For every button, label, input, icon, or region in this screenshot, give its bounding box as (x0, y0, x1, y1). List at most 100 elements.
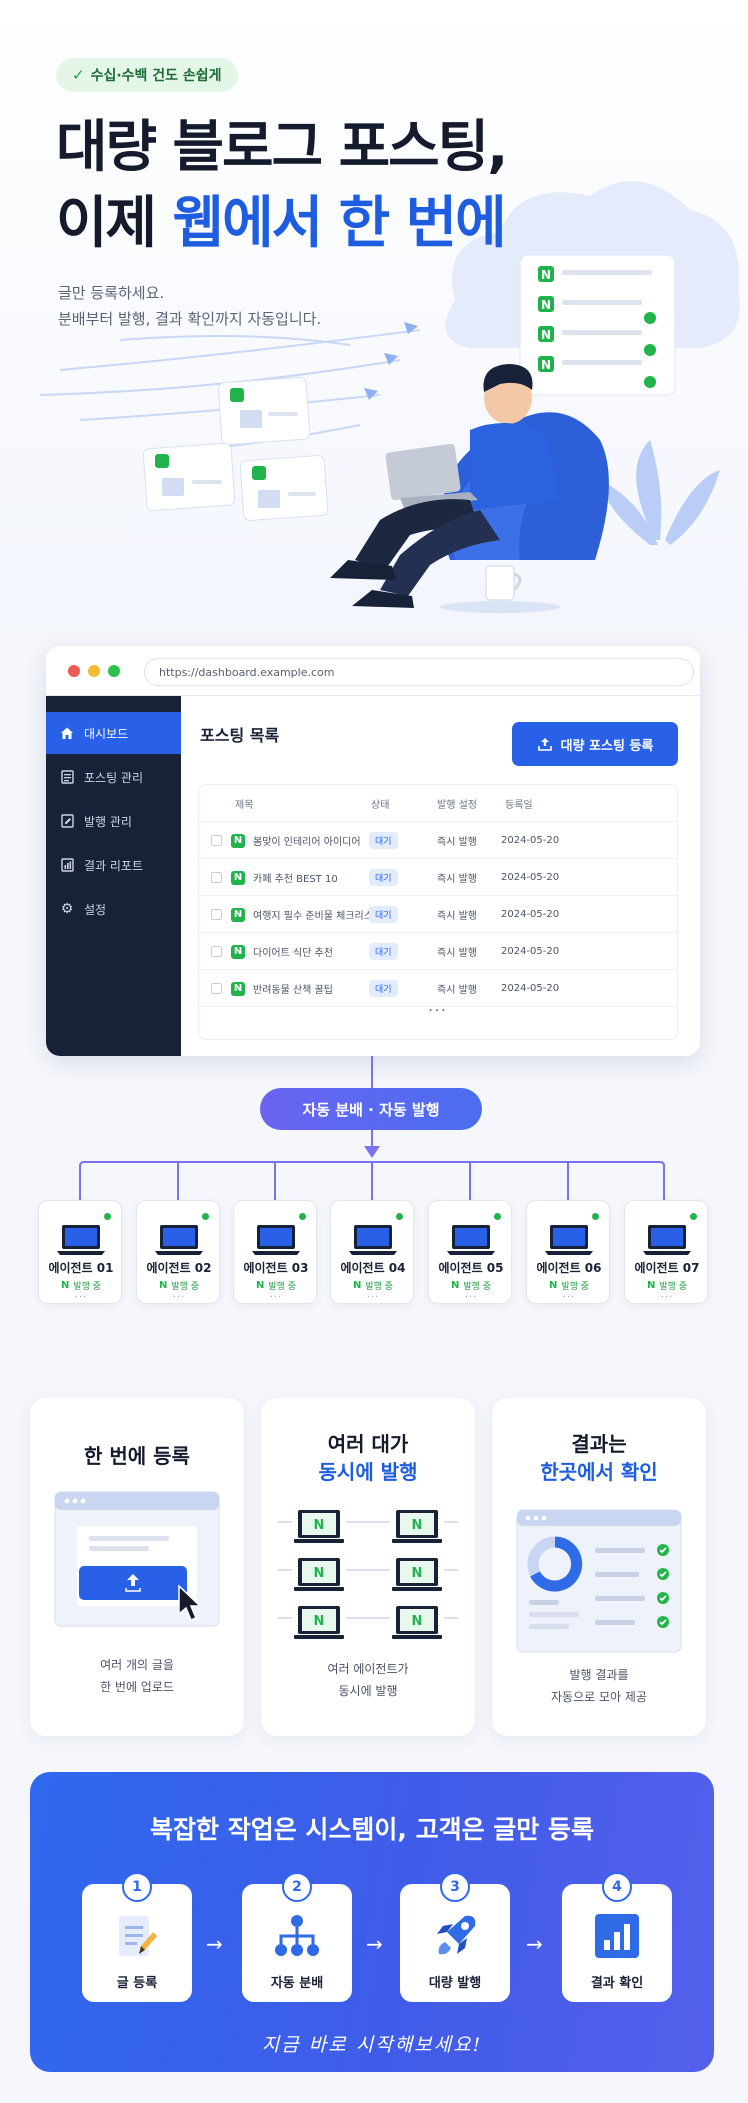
step-label: 글 등록 (116, 1976, 158, 1991)
row-setting: 즉시 발행 (437, 985, 477, 996)
column-header-date: 등록일 (505, 800, 533, 811)
sidebar-item-settings[interactable]: ⚙ 설정 (46, 888, 181, 930)
agent-more-dots: ··· (74, 1292, 88, 1303)
agent-status-text: 발행 중 (561, 1282, 590, 1292)
address-bar[interactable]: https://dashboard.example.com (144, 658, 694, 686)
naver-blog-icon: N (450, 1280, 460, 1291)
auto-distribute-label: 자동 분배 · 자동 발행 (260, 1088, 482, 1130)
status-badge: 대기 (369, 943, 398, 960)
status-badge: 대기 (369, 832, 398, 849)
agent-name: 에이전트 01 (48, 1261, 114, 1275)
row-date: 2024-05-20 (501, 872, 560, 883)
laptop-icon (155, 1225, 203, 1255)
step-number: 1 (122, 1872, 152, 1902)
row-checkbox[interactable] (211, 872, 222, 883)
more-rows-indicator[interactable]: ··· (428, 1003, 448, 1019)
online-indicator (396, 1213, 403, 1220)
agent-status-text: 발행 중 (365, 1282, 394, 1292)
row-checkbox[interactable] (211, 835, 222, 846)
svg-text:N: N (541, 328, 551, 342)
bulk-upload-button[interactable]: 대량 포스팅 등록 (512, 722, 678, 766)
sidebar-item-label: 대시보드 (84, 726, 129, 741)
svg-text:N: N (314, 1566, 325, 1581)
row-checkbox[interactable] (211, 983, 222, 994)
row-checkbox[interactable] (211, 946, 222, 957)
step-label: 결과 확인 (590, 1976, 644, 1991)
row-setting: 즉시 발행 (437, 948, 477, 959)
agent-status-text: 발행 중 (73, 1282, 102, 1292)
feature-desc-line1: 여러 에이전트가 (327, 1662, 409, 1676)
document-pencil-icon (119, 1916, 157, 1956)
row-title[interactable]: 반려동물 산책 꿀팁 (253, 985, 333, 996)
svg-text:N: N (541, 298, 551, 312)
sidebar-item-report[interactable]: 결과 리포트 (46, 844, 181, 886)
dashboard-window: https://dashboard.example.com 대시보드 포스팅 관… (46, 646, 700, 1056)
step-card-publish: 3 대량 발행 (400, 1872, 510, 2002)
row-title[interactable]: 카페 추천 BEST 10 (253, 874, 338, 885)
online-indicator (299, 1213, 306, 1220)
agent-name: 에이전트 06 (536, 1261, 602, 1275)
row-setting: 즉시 발행 (437, 911, 477, 922)
bulk-upload-label: 대량 포스팅 등록 (560, 738, 654, 754)
sidebar-item-label: 발행 관리 (84, 814, 132, 829)
cta-footer-text[interactable]: 지금 바로 시작해보세요! (261, 2034, 483, 2056)
svg-text:N: N (314, 1518, 325, 1533)
row-title[interactable]: 봄맞이 인테리어 아이디어 (253, 837, 361, 848)
row-title[interactable]: 다이어트 식단 추천 (253, 948, 333, 959)
agent-status-text: 발행 중 (659, 1282, 688, 1292)
sidebar-item-publish[interactable]: 발행 관리 (46, 800, 181, 842)
row-title[interactable]: 여행지 필수 준비물 체크리스트 (253, 911, 383, 922)
close-window-dot[interactable] (68, 665, 80, 677)
sidebar: 대시보드 포스팅 관리 발행 관리 결과 리포트 ⚙ 설정 (46, 696, 181, 1056)
svg-text:N: N (412, 1518, 423, 1533)
step-card-results: 4 결과 확인 (562, 1872, 672, 2002)
agent-status-text: 발행 중 (171, 1282, 200, 1292)
minimize-window-dot[interactable] (88, 665, 100, 677)
sidebar-item-posting[interactable]: 포스팅 관리 (46, 756, 181, 798)
column-header-title: 제목 (235, 800, 254, 811)
home-icon (60, 726, 74, 740)
agent-name: 에이전트 02 (146, 1261, 212, 1275)
maximize-window-dot[interactable] (108, 665, 120, 677)
agent-more-dots: ··· (562, 1292, 576, 1303)
laptop-icon (545, 1225, 593, 1255)
online-indicator (202, 1213, 209, 1220)
hero-badge-text: 수십·수백 건도 손쉽게 (90, 68, 222, 84)
agent-more-dots: ··· (660, 1292, 674, 1303)
laptop-icon (447, 1225, 495, 1255)
feature-title-highlight: 한곳에서 확인 (540, 1460, 658, 1484)
feature-card-parallel: 여러 대가 동시에 발행 N N N N N N 여러 에이전트가 동시에 발행 (261, 1398, 475, 1736)
sidebar-item-label: 결과 리포트 (84, 858, 144, 873)
sidebar-item-dashboard[interactable]: 대시보드 (46, 712, 181, 754)
column-header-status: 상태 (371, 800, 390, 811)
upload-illustration (54, 1491, 220, 1627)
naver-blog-icon: N (352, 1280, 362, 1291)
laptop-icon (349, 1225, 397, 1255)
online-indicator (592, 1213, 599, 1220)
step-label: 자동 분배 (270, 1976, 324, 1991)
feature-desc-line2: 자동으로 모아 제공 (551, 1690, 647, 1704)
posting-list-title: 포스팅 목록 (200, 726, 280, 745)
check-icon: ✓ (72, 66, 85, 84)
row-checkbox[interactable] (211, 909, 222, 920)
hero-title-line2: 이제 웹에서 한 번에 (56, 196, 507, 252)
step-card-write: 1 글 등록 (82, 1872, 192, 2002)
upload-icon (537, 738, 552, 751)
